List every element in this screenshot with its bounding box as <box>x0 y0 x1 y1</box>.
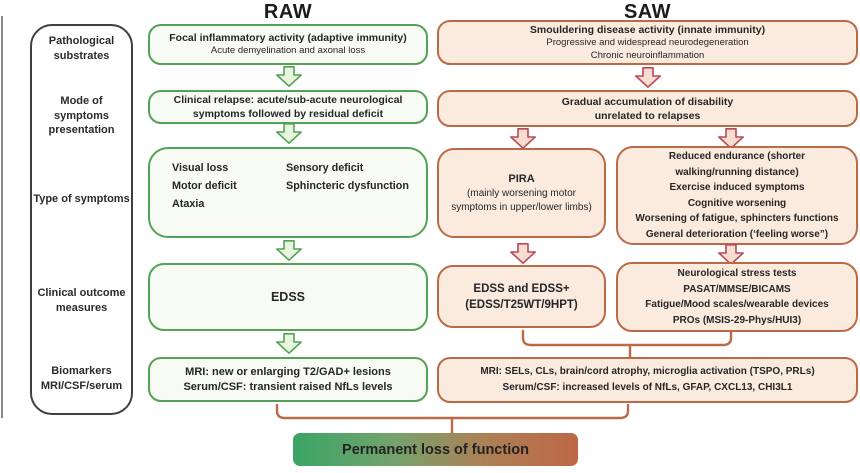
symptom-item: Sphincteric dysfunction <box>286 180 409 192</box>
symptom-item: Visual loss <box>172 162 229 174</box>
raw-mode-line2: symptoms followed by residual deficit <box>192 108 384 120</box>
raw-substrate-title: Focal inflammatory activity (adaptive im… <box>169 32 407 45</box>
symptom-item: Motor deficit <box>172 180 237 192</box>
raw-substrate-box: Focal inflammatory activity (adaptive im… <box>148 24 428 65</box>
functional-symptom-item: Cognitive worsening <box>687 197 787 209</box>
raw-mode-box: Clinical relapse: acute/sub-acute neurol… <box>148 90 428 124</box>
functional-symptom-item: walking/running distance) <box>675 166 799 178</box>
down-arrow-icon <box>718 128 744 149</box>
permanent-loss-box: Permanent loss of function <box>293 433 578 466</box>
down-arrow-icon <box>276 66 302 87</box>
down-arrow-icon <box>510 128 536 149</box>
symptom-item: Ataxia <box>172 198 205 210</box>
raw-biomarkers-line1: MRI: new or enlarging T2/GAD+ lesions <box>185 365 391 378</box>
down-arrow-icon <box>276 333 302 354</box>
down-arrow-icon <box>510 243 536 264</box>
saw-mode-line1: Gradual accumulation of disability <box>561 95 734 108</box>
raw-biomarkers-box: MRI: new or enlarging T2/GAD+ lesions Se… <box>148 357 428 402</box>
down-arrow-icon <box>635 67 661 88</box>
raw-biomarkers-line2: Serum/CSF: transient raised NfLs levels <box>183 380 393 393</box>
saw-outcome-right-box: Neurological stress tests PASAT/MMSE/BIC… <box>616 262 858 332</box>
row-label-biomarkers: Biomarkers MRI/CSF/serum <box>40 365 123 392</box>
saw-pira-title: PIRA <box>508 173 535 185</box>
saw-substrate-sub1: Progressive and widespread neurodegenera… <box>546 37 749 48</box>
raw-column-header: RAW <box>263 1 313 23</box>
outcome-measure-item: PROs (MSIS-29-Phys/HUI3) <box>672 314 802 326</box>
saw-biomarkers-line1: MRI: SELs, CLs, brain/cord atrophy, micr… <box>480 366 815 377</box>
saw-pira-line2: (mainly worsening motor <box>467 188 576 199</box>
raw-substrate-sub: Acute demyelination and axonal loss <box>210 45 366 57</box>
raw-mode-line1: Clinical relapse: acute/sub-acute neurol… <box>173 94 403 106</box>
saw-biomarkers-line2: Serum/CSF: increased levels of NfLs, GFA… <box>502 382 793 393</box>
functional-symptom-item: Reduced endurance (shorter <box>668 151 806 162</box>
saw-mode-box: Gradual accumulation of disability unrel… <box>437 90 858 127</box>
saw-mode-line2: unrelated to relapses <box>594 109 701 122</box>
raw-symptoms-col2: Sensory deficit Sphincteric dysfunction <box>286 159 409 195</box>
row-label-clinical-outcome: Clinical outcome measures <box>37 287 126 314</box>
saw-substrate-box: Smouldering disease activity (innate imm… <box>437 20 858 65</box>
functional-symptom-item: Worsening of fatigue, sphincters functio… <box>635 213 839 224</box>
raw-symptoms-col1: Visual loss Motor deficit Ataxia <box>172 159 237 213</box>
down-arrow-icon <box>718 244 744 265</box>
bracket-connector <box>275 404 630 434</box>
saw-outcome-left-box: EDSS and EDSS+ (EDSS/T25WT/9HPT) <box>437 265 606 328</box>
saw-substrate-title: Smouldering disease activity (innate imm… <box>529 24 766 36</box>
row-labels-panel: Pathological substrates Mode of symptoms… <box>30 24 133 415</box>
saw-outcome-left-line1: EDSS and EDSS+ <box>473 282 570 295</box>
saw-pira-box: PIRA (mainly worsening motor symptoms in… <box>437 148 606 238</box>
row-label-type-of-symptoms: Type of symptoms <box>33 193 130 205</box>
saw-biomarkers-box: MRI: SELs, CLs, brain/cord atrophy, micr… <box>437 357 858 403</box>
saw-pira-line3: symptoms in upper/lower limbs) <box>451 201 592 213</box>
functional-symptom-item: General deterioration (‘feeling worse”) <box>645 228 829 240</box>
down-arrow-icon <box>276 123 302 144</box>
raw-outcome-box: EDSS <box>148 263 428 331</box>
down-arrow-icon <box>276 240 302 261</box>
outcome-measure-item: PASAT/MMSE/BICAMS <box>683 283 791 295</box>
saw-substrate-sub2: Chronic neuroinflammation <box>590 49 705 61</box>
bracket-connector <box>521 329 733 358</box>
outcome-measure-item: Neurological stress tests <box>677 268 797 279</box>
saw-column-header: SAW <box>623 1 672 23</box>
raw-outcome-label: EDSS <box>270 290 306 304</box>
permanent-loss-label: Permanent loss of function <box>342 441 529 458</box>
saw-outcome-left-line2: (EDSS/T25WT/9HPT) <box>465 298 578 311</box>
figure-edge-line <box>1 16 3 418</box>
symptom-item: Sensory deficit <box>286 162 364 174</box>
row-label-mode-of-symptoms: Mode of symptoms presentation <box>48 95 115 136</box>
functional-symptom-item: Exercise induced symptoms <box>669 182 805 193</box>
saw-functional-symptoms-box: Reduced endurance (shorter walking/runni… <box>616 146 858 245</box>
raw-symptoms-box: Visual loss Motor deficit Ataxia Sensory… <box>148 147 428 238</box>
row-label-pathological-substrates: Pathological substrates <box>48 35 115 62</box>
outcome-measure-item: Fatigue/Mood scales/wearable devices <box>645 299 829 310</box>
